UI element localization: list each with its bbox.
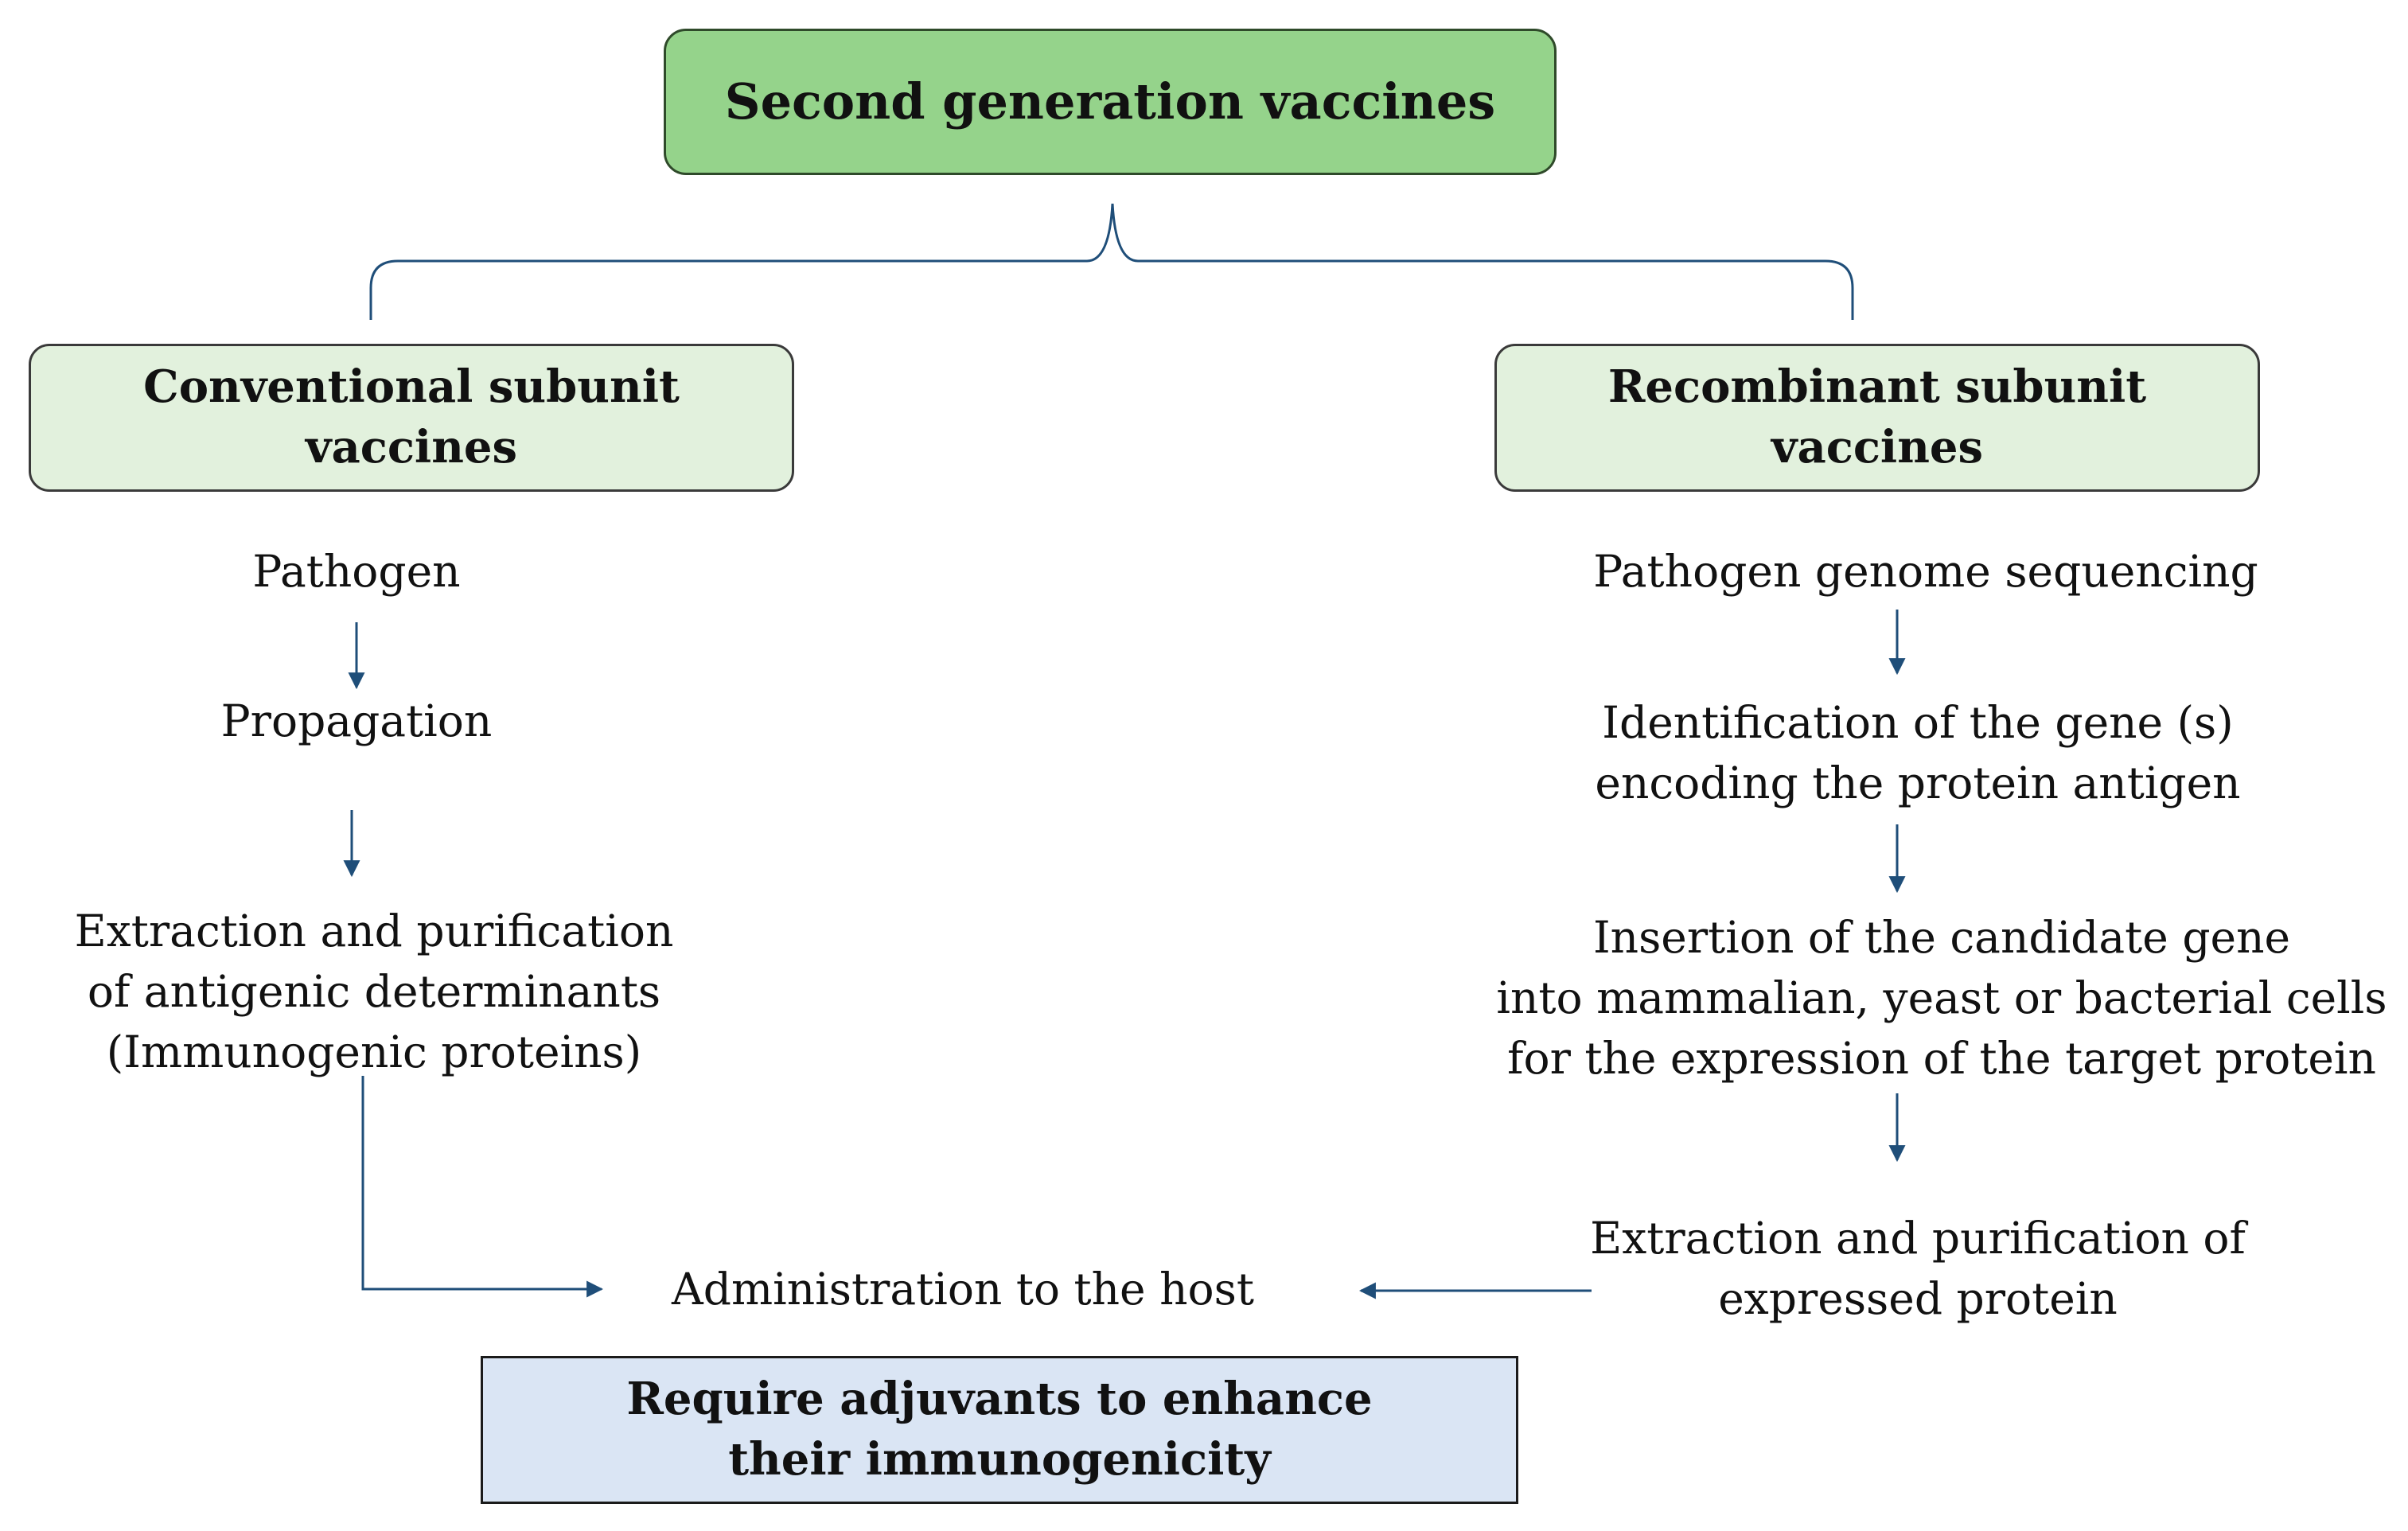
step-gene-insertion-line-1: Insertion of the candidate gene xyxy=(1592,912,2291,963)
step-pathogen-line-1: Pathogen xyxy=(252,546,461,597)
step-genome-sequencing: Pathogen genome sequencing xyxy=(1512,541,2340,602)
conventional-title-line-1: Conventional subunit xyxy=(143,360,680,414)
root-node-label: Second generation vaccines xyxy=(724,72,1496,131)
adjuvant-note-line-1: Require adjuvants to enhance xyxy=(626,1373,1373,1426)
step-gene-identification-line-2: encoding the protein antigen xyxy=(1595,758,2241,808)
step-extraction-recombinant: Extraction and purification of expressed… xyxy=(1512,1208,2324,1329)
adjuvant-note-node: Require adjuvants to enhance their immun… xyxy=(481,1356,1518,1504)
step-genome-sequencing-line-1: Pathogen genome sequencing xyxy=(1593,546,2258,597)
step-extraction-conventional-line-3: (Immunogenic proteins) xyxy=(106,1027,642,1077)
step-gene-insertion-line-2: into mammalian, yeast or bacterial cells xyxy=(1496,972,2387,1023)
administration-to-host: Administration to the host xyxy=(629,1259,1297,1319)
conventional-subunit-node: Conventional subunit vaccines xyxy=(29,344,794,492)
root-split-brace xyxy=(369,203,1854,320)
step-extraction-conventional: Extraction and purification of antigenic… xyxy=(32,901,716,1082)
step-gene-identification-line-1: Identification of the gene (s) xyxy=(1602,697,2234,748)
root-node: Second generation vaccines xyxy=(664,29,1557,175)
step-extraction-recombinant-line-2: expressed protein xyxy=(1718,1273,2118,1324)
step-extraction-conventional-line-2: of antigenic determinants xyxy=(87,966,661,1017)
step-extraction-conventional-line-1: Extraction and purification xyxy=(74,906,674,956)
step-gene-identification: Identification of the gene (s) encoding … xyxy=(1496,692,2340,813)
step-pathogen: Pathogen xyxy=(118,541,595,602)
step-gene-insertion-line-3: for the expression of the target protein xyxy=(1507,1033,2376,1084)
administration-to-host-label: Administration to the host xyxy=(672,1264,1254,1315)
conventional-title-line-2: vaccines xyxy=(305,421,518,473)
recombinant-subunit-node: Recombinant subunit vaccines xyxy=(1494,344,2260,492)
step-gene-insertion: Insertion of the candidate gene into mam… xyxy=(1488,907,2395,1089)
recombinant-title: Recombinant subunit vaccines xyxy=(1607,360,2147,473)
step-extraction-recombinant-line-1: Extraction and purification of xyxy=(1590,1213,2246,1264)
adjuvant-note-line-2: their immunogenicity xyxy=(728,1433,1271,1486)
arrow-extraction-to-administration xyxy=(361,1076,604,1298)
step-propagation: Propagation xyxy=(118,691,595,751)
step-propagation-line-1: Propagation xyxy=(220,695,493,746)
